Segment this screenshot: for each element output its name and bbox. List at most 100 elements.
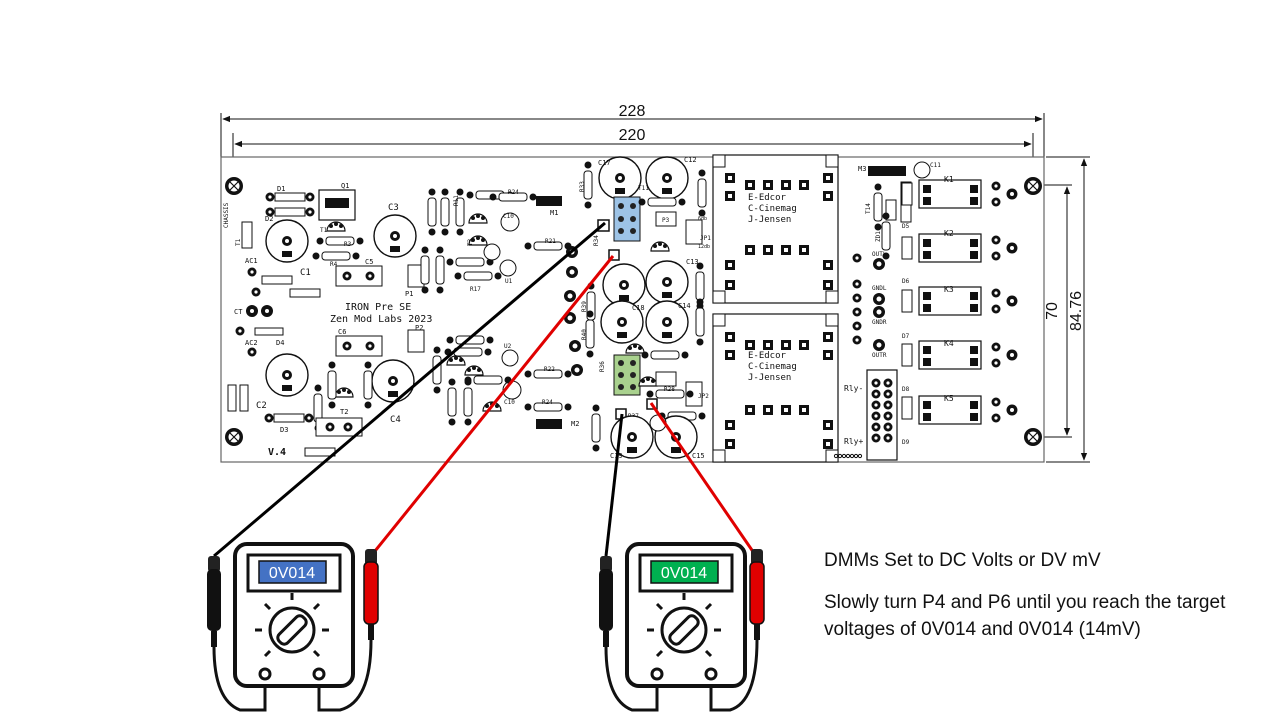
relay-k5: K5 bbox=[944, 394, 954, 403]
part-r39: R39 bbox=[581, 301, 588, 312]
part-c2: C2 bbox=[256, 401, 267, 411]
part-c1: C1 bbox=[300, 268, 311, 278]
part-r21: R21 bbox=[545, 238, 556, 245]
part-p2: P2 bbox=[415, 324, 423, 332]
part-d8: D8 bbox=[902, 386, 910, 393]
relay-section: M3 C11 T14 D5 ZD1 OUTL GNDL GNDR OUTR Rl… bbox=[833, 161, 1018, 461]
xfmr-top-jensen: J-Jensen bbox=[748, 215, 791, 225]
relay-k2: K2 bbox=[944, 229, 954, 238]
dim-overall-width: 228 bbox=[619, 103, 646, 120]
part-c13: C13 bbox=[686, 258, 699, 266]
part-t1: T1 bbox=[320, 227, 328, 234]
part-m1: M1 bbox=[550, 209, 558, 217]
part-m2: M2 bbox=[571, 420, 579, 428]
part-jp1: JP1 bbox=[700, 235, 711, 242]
chassis-label: CHASSIS bbox=[223, 202, 230, 228]
label-6db-top: 6db bbox=[698, 216, 707, 222]
part-t11: T11 bbox=[638, 185, 649, 192]
part-r40: R40 bbox=[581, 329, 588, 340]
dim-overall-height: 84.76 bbox=[1068, 291, 1085, 331]
meter1-reading: 0V014 bbox=[269, 565, 315, 582]
xfmr-top-edcor: E-Edcor bbox=[748, 193, 787, 203]
part-r36: R36 bbox=[599, 361, 606, 372]
part-ac2: AC2 bbox=[245, 339, 258, 347]
relay-row-3: K3 D7 bbox=[901, 285, 1018, 340]
part-r4: R4 bbox=[330, 261, 338, 268]
xfmr-bottom-cinemag: C-Cinemag bbox=[748, 362, 797, 372]
part-u2: U2 bbox=[504, 343, 512, 350]
part-d7: D7 bbox=[902, 333, 910, 340]
part-r25: T14 bbox=[865, 203, 872, 214]
part-c14: C14 bbox=[678, 302, 691, 310]
out-gndr: GNDR bbox=[872, 319, 887, 326]
output-transformers: E-Edcor C-Cinemag J-Jensen E-Edcor C-Cin… bbox=[712, 154, 839, 463]
out-gndl: GNDL bbox=[872, 285, 887, 292]
part-c11: C11 bbox=[930, 162, 941, 169]
meter1-black-lead bbox=[213, 221, 606, 558]
part-d9: D9 bbox=[902, 439, 910, 446]
version-label: V.4 bbox=[268, 447, 286, 458]
relay-row-4: K4 D8 bbox=[901, 339, 1018, 393]
part-c10: C10 bbox=[504, 399, 515, 406]
part-c9: C10 bbox=[503, 213, 514, 220]
part-p1: P1 bbox=[405, 290, 413, 298]
out-outl: OUTL bbox=[872, 251, 887, 258]
part-r22: R22 bbox=[544, 366, 555, 373]
relay-row-2: K2 D6 bbox=[901, 229, 1018, 285]
xfmr-top-cinemag: C-Cinemag bbox=[748, 204, 797, 214]
instruction-dmm-setting: DMMs Set to DC Volts or DV mV bbox=[824, 550, 1101, 571]
part-d2: D2 bbox=[265, 215, 273, 223]
meter2-black-lead bbox=[604, 413, 624, 557]
part-ac1: AC1 bbox=[245, 257, 258, 265]
xfmr-bottom-jensen: J-Jensen bbox=[748, 373, 791, 383]
relay-minus-label: Rly- bbox=[844, 384, 863, 393]
part-m3: M3 bbox=[858, 165, 866, 173]
part-t3: T3 bbox=[467, 238, 474, 246]
relay-row-1: K1 bbox=[901, 175, 1018, 209]
mid-section: R11 T3 R17 C10 U1 R24 M1 R21 U2 C10 R22 bbox=[420, 188, 583, 429]
relay-plus-label: Rly+ bbox=[844, 437, 863, 446]
board-title: IRON Pre SE bbox=[345, 302, 411, 313]
part-c12: C12 bbox=[684, 156, 697, 164]
multimeter-1: 0V014 bbox=[207, 542, 379, 712]
part-c3: C3 bbox=[388, 203, 399, 213]
part-d3: D3 bbox=[280, 426, 288, 434]
meter1-screen bbox=[258, 560, 327, 584]
part-c4: C4 bbox=[390, 415, 401, 425]
part-d5: D5 bbox=[902, 223, 910, 230]
dimension-lines: 228 220 70 84.76 bbox=[220, 103, 1090, 463]
part-c15: C15 bbox=[692, 452, 705, 460]
part-c18: C18 bbox=[632, 304, 645, 312]
probe-leads bbox=[213, 221, 758, 558]
part-r33: R33 bbox=[579, 181, 586, 192]
amp-section: R33 C17 C12 R34 T11 P3 JP1 6db 12db C13 … bbox=[579, 156, 711, 460]
part-r11: R11 bbox=[453, 195, 460, 206]
meter2-screen bbox=[650, 560, 719, 584]
part-c16: C17 bbox=[598, 159, 611, 167]
part-r17: R17 bbox=[470, 286, 481, 293]
part-c6: C6 bbox=[338, 328, 346, 336]
part-p3: P3 bbox=[662, 217, 670, 224]
part-d1: D1 bbox=[277, 185, 285, 193]
part-d4: D4 bbox=[276, 339, 284, 347]
multimeter-2: 0V014 bbox=[599, 542, 765, 712]
dim-hole-spacing: 220 bbox=[619, 127, 646, 144]
part-r34: R34 bbox=[593, 235, 600, 246]
part-zd1: ZD1 bbox=[875, 231, 882, 242]
part-r3: R3 bbox=[344, 241, 352, 248]
relay-k3: K3 bbox=[944, 285, 954, 294]
meter2-red-lead bbox=[649, 402, 758, 557]
relay-k4: K4 bbox=[944, 339, 954, 348]
part-r29: R28 bbox=[664, 386, 675, 393]
part-c5: C5 bbox=[365, 258, 373, 266]
meter1-red-lead bbox=[369, 255, 615, 557]
out-outr: OUTR bbox=[872, 352, 887, 359]
part-ct: CT bbox=[234, 308, 243, 316]
instruction-adjust-pots: Slowly turn P4 and P6 until you reach th… bbox=[824, 589, 1254, 643]
relay-k1: K1 bbox=[944, 175, 954, 184]
label-12db-top: 12db bbox=[698, 244, 710, 250]
part-ntc1: T1 bbox=[235, 238, 242, 246]
instruction-adjust-text: Slowly turn P4 and P6 until you reach th… bbox=[824, 592, 1226, 640]
